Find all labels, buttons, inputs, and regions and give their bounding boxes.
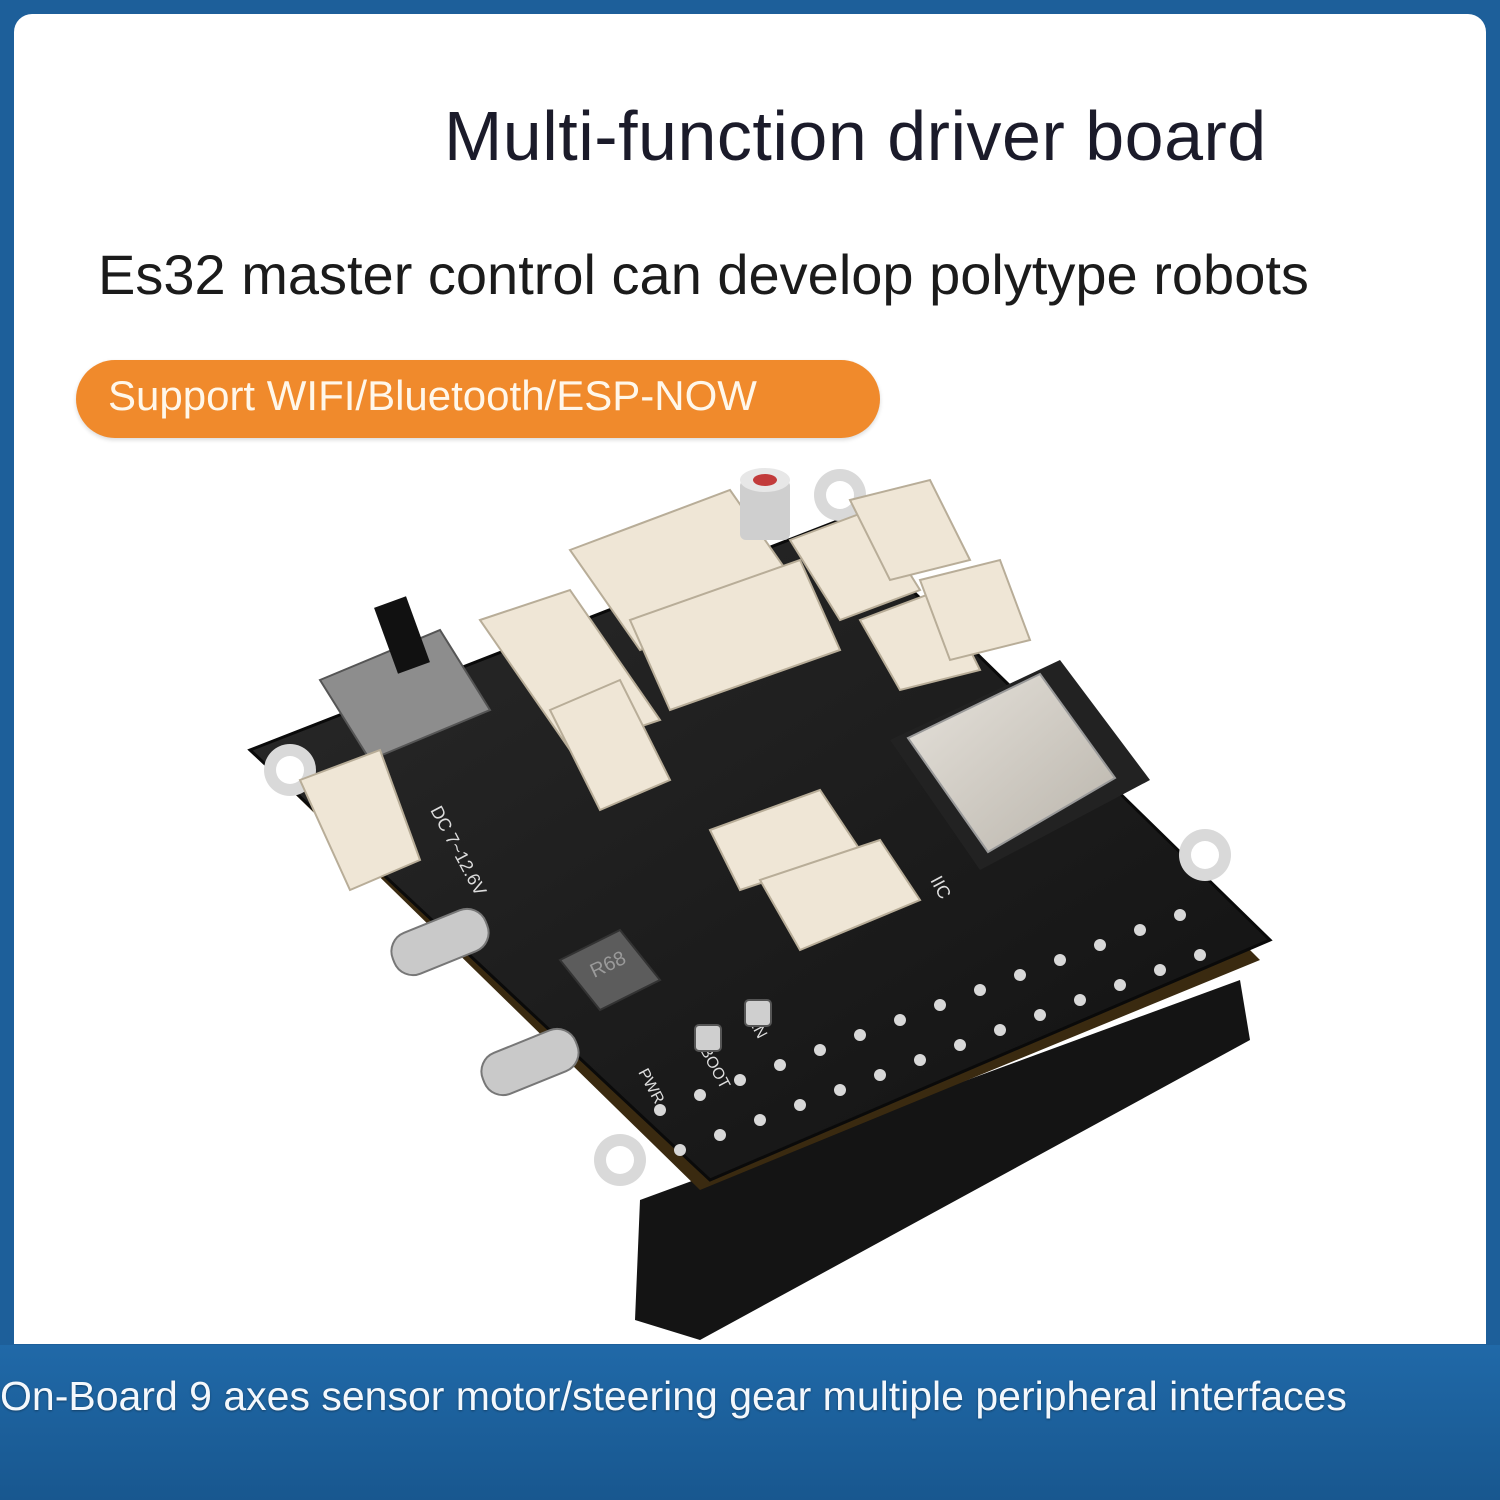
boot-en-buttons [694,999,772,1052]
footer-banner: On-Board 9 axes sensor motor/steering ge… [0,1345,1500,1500]
gpio-header-base [635,980,1250,1340]
connectivity-badge: Support WIFI/Bluetooth/ESP-NOW [76,360,880,438]
capacitor [740,468,790,540]
page-title: Multi-function driver board [444,97,1267,175]
driver-board-image: R68 DC 7~12.6V PWR BOOT EN IIC [240,460,1280,1340]
driver-board-illustration: R68 DC 7~12.6V PWR BOOT EN IIC [247,468,1273,1340]
page-subtitle: Es32 master control can develop polytype… [98,243,1309,306]
solder-pads [654,909,1206,1156]
mounting-holes [264,469,1231,1186]
power-switch [318,596,492,762]
connectivity-badge-label: Support WIFI/Bluetooth/ESP-NOW [108,372,757,419]
inductor: R68 [558,928,662,1012]
usb-c-ports [390,907,580,1097]
connectors [298,478,1032,952]
esp32-module [890,660,1150,870]
footer-caption: On-Board 9 axes sensor motor/steering ge… [0,1373,1347,1419]
